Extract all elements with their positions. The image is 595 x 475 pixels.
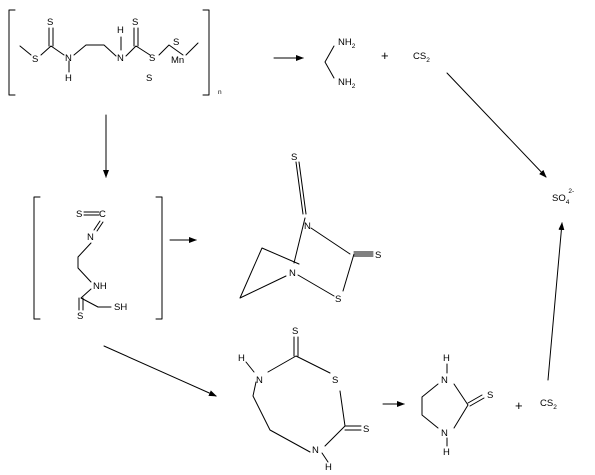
ring-top-thione-double (293, 336, 299, 357)
polymer-atom-s: S (47, 17, 53, 28)
ring-atom-n: N (312, 445, 319, 456)
polymer-atom-s: S (146, 73, 152, 84)
isothiocyanate-chain (77, 242, 92, 283)
isothiocyanate-dtc-bonds (80, 288, 99, 308)
isothiocyanate-atom-n: N (87, 232, 94, 243)
bracket-left (8, 9, 16, 96)
polymer-atom-n: N (65, 53, 72, 64)
polymer-subscript-n: n (218, 89, 222, 96)
bicyclic-bridge-bonds (239, 217, 351, 299)
isothiocyanate-atom-sh: SH (114, 302, 127, 313)
thiadiazepine-ring: S H N S S N H (238, 326, 369, 473)
isothiocyanate-atom-nh: NH (93, 281, 107, 292)
etu-atom-n: N (441, 428, 448, 439)
ring-bonds (252, 355, 346, 453)
etu-ring-bonds (421, 383, 469, 429)
isothiocyanate-cn-double (93, 220, 104, 232)
ring-atom-h: H (325, 462, 332, 473)
polymer-atom-mn: Mn (171, 55, 184, 66)
polymer-atom-n: N (117, 53, 124, 64)
polymer-atom-s: S (149, 53, 155, 64)
isothiocyanate-intermediate: S C N NH S SH (33, 196, 163, 322)
bicyclic-atom-n: N (304, 221, 311, 232)
polymer-nh-bonds (68, 36, 122, 73)
isothiocyanate-scn-double (83, 211, 100, 216)
polymer-bonds (19, 42, 199, 57)
sulfate-label: SO42- (552, 188, 574, 206)
ring-atom-s: S (363, 424, 369, 435)
ring-nh-bonds (245, 361, 329, 463)
arrow-cs2-to-sulfate (446, 72, 547, 178)
bracket-left (33, 196, 41, 320)
polymer-atom-h: H (117, 25, 124, 36)
polymer-atom-s: S (132, 17, 138, 28)
cs2-bottom: CS2 (540, 398, 557, 411)
bicyclic-atom-s: S (291, 152, 297, 163)
bicyclic-product: S N N S S (239, 152, 381, 305)
etu-atom-h: H (443, 353, 450, 364)
ethylenediamine-nh2-bottom: NH2 (338, 77, 356, 90)
isothiocyanate-cs-double (78, 297, 84, 311)
etu-atom-s: S (487, 390, 493, 401)
bracket-right (155, 196, 163, 320)
isothiocyanate-atom-c: C (99, 209, 106, 220)
arrow-cs2-bottom-to-sulfate (547, 222, 565, 381)
bicyclic-thione-double (295, 161, 307, 215)
isothiocyanate-atom-s: S (76, 209, 82, 220)
ring-atom-h: H (238, 353, 245, 364)
ring-atom-s: S (292, 326, 298, 337)
arrow-isothiocyanate-to-ring (103, 345, 217, 397)
bicyclic-ring-bonds (297, 253, 374, 297)
bicyclic-cs-double (353, 251, 374, 257)
polymer-cs-double-left (48, 27, 54, 47)
polymer-atom-s: S (32, 54, 38, 65)
etu-cs-double (467, 394, 485, 407)
polymer-cs-double-right (133, 27, 139, 47)
plus-sign: + (381, 48, 389, 63)
ethylenethiourea: H N S N H (421, 353, 493, 458)
isothiocyanate-atom-s: S (77, 311, 83, 322)
bicyclic-atom-s: S (335, 294, 341, 305)
etu-atom-h: H (443, 447, 450, 458)
bracket-right (202, 9, 210, 96)
cs2-top: CS2 (413, 51, 430, 64)
polymer-atom-h: H (65, 73, 72, 84)
polymer-atom-s: S (173, 37, 179, 48)
ethylenediamine-nh2-top: NH2 (338, 37, 356, 50)
maneb-polymer: n S S N H H N S S S S Mn (8, 9, 222, 96)
ethylenediamine: NH2 NH2 (324, 37, 356, 90)
plus-sign: + (515, 398, 523, 413)
ring-atom-s: S (332, 375, 338, 386)
bicyclic-atom-s: S (375, 250, 381, 261)
etu-atom-n: N (441, 375, 448, 386)
ring-bottom-thione-double (344, 425, 362, 431)
ring-atom-n: N (256, 375, 263, 386)
ethylenediamine-bonds (324, 45, 335, 79)
bicyclic-atom-n: N (289, 268, 296, 279)
